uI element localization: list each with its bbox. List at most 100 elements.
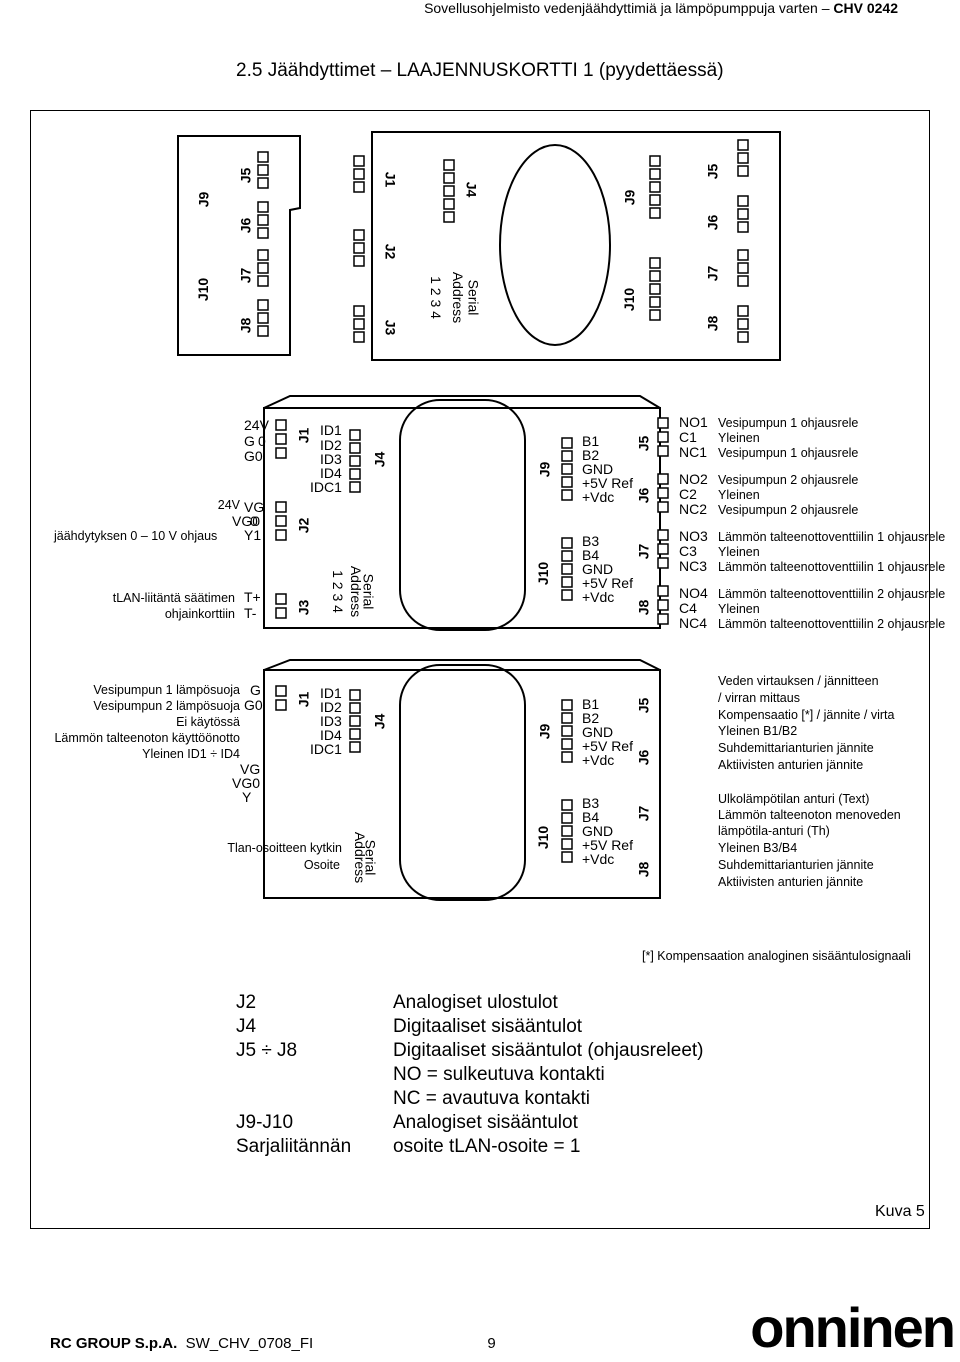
- bot-right-1: / virran mittaus: [718, 691, 800, 705]
- mid-pin-b1: B1: [582, 433, 600, 449]
- mid-label-tlan2: ohjainkorttiin: [164, 607, 235, 621]
- mid-pin-g: G: [244, 433, 255, 449]
- relay-pin-no4: NO4: [679, 585, 708, 601]
- bot-terminal: [561, 851, 573, 863]
- top-j4: J4: [463, 181, 480, 198]
- mid-terminal: [657, 557, 669, 569]
- bot-terminal: [561, 799, 573, 811]
- mid-label-tlan: tLAN-liitäntä säätimen: [112, 591, 235, 605]
- section-title: 2.5 Jäähdyttimet – LAAJENNUSKORTTI 1 (py…: [236, 60, 724, 81]
- top-terminal: [737, 331, 749, 343]
- relay-pin-nc3: NC3: [679, 558, 708, 574]
- top-terminal: [257, 227, 269, 239]
- bot-address: Address: [352, 831, 369, 884]
- bot-terminal: [561, 825, 573, 837]
- bot-pin-id4: ID4: [320, 727, 342, 743]
- mid-pin-gnd2: GND: [582, 561, 614, 577]
- mid-j5: J5: [635, 435, 652, 452]
- top-terminal: [737, 152, 749, 164]
- top-terminal: [257, 164, 269, 176]
- mid-board-window: [399, 399, 526, 631]
- bot-j5: J5: [635, 697, 652, 714]
- bot-terminal: [561, 738, 573, 750]
- legend-key: [236, 1063, 393, 1087]
- relay-pin-c3: C3: [679, 543, 697, 559]
- mid-terminal: [657, 431, 669, 443]
- bot-terminal: [349, 715, 361, 727]
- bot-pin-g: G: [250, 682, 261, 698]
- mid-terminal: [275, 433, 287, 445]
- legend-row: NC = avautuva kontakti: [236, 1087, 836, 1111]
- mid-terminal: [561, 550, 573, 562]
- relay-desc: Yleinen: [718, 545, 760, 559]
- relay-desc: Lämmön talteenottoventtiilin 1 ohjausrel…: [718, 530, 946, 544]
- bot-pin-id2: ID2: [320, 699, 342, 715]
- legend-key: J2: [236, 992, 257, 1013]
- top-terminal: [443, 159, 455, 171]
- bot-label-pump1: Vesipumpun 1 lämpösuoja: [93, 683, 240, 697]
- top-terminal: [257, 312, 269, 324]
- bot-label-tlan: Tlan-osoitteen kytkin: [227, 841, 342, 855]
- top-terminal: [737, 195, 749, 207]
- top-terminal: [443, 211, 455, 223]
- relay-desc: Lämmön talteenottoventtiilin 1 ohjausrel…: [718, 560, 946, 574]
- top-terminal: [649, 168, 661, 180]
- bottom-board-top: [263, 659, 661, 671]
- legend-row: J2 Analogiset ulostulot: [236, 991, 836, 1015]
- mid-pin-vg: VG: [244, 499, 265, 515]
- top-terminal: [649, 155, 661, 167]
- top-terminal: [737, 262, 749, 274]
- page-header: Sovellusohjelmisto vedenjäähdyttimiä ja …: [424, 0, 898, 16]
- mid-terminal: [657, 599, 669, 611]
- relay-desc: Lämmön talteenottoventtiilin 2 ohjausrel…: [718, 587, 946, 601]
- bottom-board-window: [399, 664, 526, 901]
- bot-right-4: Suhdemittarianturien jännite: [718, 741, 874, 755]
- mid-pin-idc1: IDC1: [310, 479, 342, 495]
- footer-doc: SW_CHV_0708_FI: [185, 1335, 314, 1352]
- header-code: CHV 0242: [833, 0, 898, 16]
- mid-terminal: [657, 445, 669, 457]
- bot-pin-g0: G0: [244, 697, 263, 713]
- legend-value: Analogiset ulostulot: [393, 992, 558, 1013]
- bot-pin-vg0: VG0: [232, 775, 261, 791]
- top-j9: J9: [195, 191, 212, 208]
- top-terminal: [649, 270, 661, 282]
- figure-frame: [30, 110, 930, 1229]
- top-terminal: [443, 172, 455, 184]
- bot-pin-b2: B2: [582, 710, 600, 726]
- top-j10b: J10: [621, 287, 638, 312]
- top-terminal: [353, 331, 365, 343]
- mid-zero-1: 0: [258, 433, 266, 449]
- top-terminal: [737, 208, 749, 220]
- top-terminal: [353, 242, 365, 254]
- footer-company: RC GROUP S.p.A.: [50, 1335, 178, 1352]
- bot-right-0: Veden virtauksen / jännitteen: [718, 674, 879, 688]
- mid-terminal: [657, 529, 669, 541]
- legend-key: J9-J10: [236, 1112, 294, 1133]
- top-terminal: [649, 257, 661, 269]
- top-terminal: [649, 296, 661, 308]
- relay-pin-no3: NO3: [679, 528, 708, 544]
- top-terminal: [353, 168, 365, 180]
- top-terminal: [353, 155, 365, 167]
- mid-pin-ref1: +5V Ref: [582, 475, 633, 491]
- legend-key: J4: [236, 1016, 257, 1037]
- bot-pin-b3: B3: [582, 795, 600, 811]
- top-j2: J2: [382, 243, 399, 260]
- top-board-front: [371, 131, 781, 361]
- relay-pin-no2: NO2: [679, 471, 708, 487]
- top-j3: J3: [382, 319, 399, 336]
- bot-pin-ref1: +5V Ref: [582, 738, 633, 754]
- mid-terminal: [561, 537, 573, 549]
- top-serial: Serial: [465, 279, 482, 316]
- mid-terminal: [657, 543, 669, 555]
- mid-board: [263, 407, 661, 629]
- top-board-window: [499, 144, 611, 346]
- top-address-numbers: 1 2 3 4: [427, 276, 444, 319]
- top-terminal: [353, 318, 365, 330]
- relay-pin-no1: NO1: [679, 414, 708, 430]
